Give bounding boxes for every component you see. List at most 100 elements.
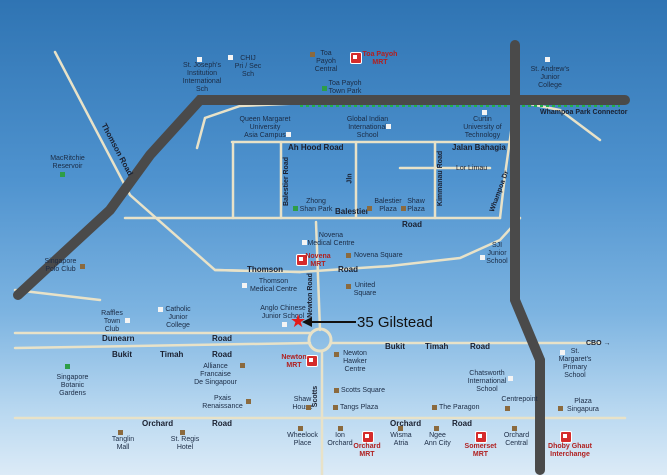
- balestier-plaza-label: Balestier Plaza: [374, 198, 402, 213]
- mrt-icon: [350, 52, 362, 64]
- mrt-icon: [362, 431, 374, 443]
- kimmanau-label: Kimmanau Road: [437, 150, 445, 207]
- united-square-label: United Square: [353, 282, 377, 297]
- bukit-timah-road-left: [13, 341, 312, 350]
- location-star-icon: ★: [290, 311, 307, 331]
- sji-label: SJI Junior School: [486, 242, 508, 265]
- road-label-1: Road: [212, 350, 232, 359]
- callout-arrow-icon: [302, 317, 356, 327]
- place-marker: [298, 426, 303, 431]
- dhoby-ghaut-mrt-label: Dhoby Ghaut Interchange: [548, 443, 592, 458]
- place-marker: [508, 376, 513, 381]
- orchard-mrt-label: Orchard MRT: [353, 443, 381, 458]
- curtin-label: Curtin University of Technology: [463, 116, 502, 139]
- place-marker: [333, 405, 338, 410]
- timah-label-2: Timah: [425, 342, 449, 351]
- place-marker: [125, 318, 130, 323]
- whampoa-park-connector-label: Whampoa Park Connector: [540, 109, 628, 116]
- place-marker: [334, 352, 339, 357]
- balestier-label: Balestier: [335, 207, 369, 216]
- thomson-h-label: Thomson: [247, 265, 283, 274]
- thomson-road: [213, 268, 302, 274]
- novena-mrt-label: Novena MRT: [305, 253, 331, 268]
- anglo-chinese-label: Anglo Chinese Junior School: [260, 305, 306, 320]
- st-josephs-label: St. Joseph's Institution International S…: [182, 62, 222, 93]
- dunearn-label: Dunearn: [102, 334, 135, 343]
- cte-expressway: [510, 40, 545, 475]
- tanglin-mall-label: Tanglin Mall: [111, 436, 135, 451]
- place-marker: [306, 405, 311, 410]
- road-diagonal-sw: [13, 288, 102, 302]
- thomson-road-east: [298, 216, 522, 274]
- novena-medical-label: Novena Medical Centre: [307, 232, 355, 247]
- shaw-house-label: Shaw House: [292, 396, 313, 411]
- chij-label: CHIJ Pri / Sec Sch: [234, 55, 262, 78]
- place-marker: [242, 283, 247, 288]
- property-callout-label: 35 Gilstead: [357, 314, 433, 331]
- place-marker: [180, 430, 185, 435]
- place-marker: [282, 322, 287, 327]
- place-marker: [197, 57, 202, 62]
- thomson-h-road-label: Road: [338, 265, 358, 274]
- ion-orchard-label: Ion Orchard: [327, 432, 353, 447]
- place-marker: [558, 406, 563, 411]
- cbo-label: CBO →: [586, 340, 611, 347]
- bukit-label-1: Bukit: [112, 350, 132, 359]
- place-marker: [246, 399, 251, 404]
- place-marker: [432, 405, 437, 410]
- place-marker: [302, 240, 307, 245]
- mrt-icon: [306, 355, 318, 367]
- road-label-2: Road: [470, 342, 490, 351]
- park-marker: [322, 86, 327, 91]
- pie-expressway: [13, 95, 630, 300]
- timah-label-1: Timah: [160, 350, 184, 359]
- botanic-gardens-label: Singapore Botanic Gardens: [56, 374, 89, 397]
- place-marker: [367, 206, 372, 211]
- place-marker: [386, 124, 391, 129]
- newton-road: [314, 220, 322, 332]
- wisma-atria-label: Wisma Atria: [390, 432, 412, 447]
- balestier-road-label: Road: [402, 220, 422, 229]
- wheelock-label: Wheelock Place: [287, 432, 318, 447]
- mrt-icon: [560, 431, 572, 443]
- place-marker: [512, 426, 517, 431]
- place-marker: [240, 363, 245, 368]
- mrt-icon: [296, 254, 308, 266]
- orchard-label-right: Orchard: [390, 419, 422, 428]
- orchard-road-label-right: Road: [452, 419, 472, 428]
- chatsworth-label: Chatsworth International School: [467, 370, 507, 393]
- jln-label: Jln: [346, 173, 354, 184]
- centrepoint-label: Centrepoint: [501, 396, 538, 403]
- place-marker: [401, 206, 406, 211]
- toa-payoh-town-park-label: Toa Payoh Town Park: [328, 80, 362, 95]
- ah-hood-road-label: Ah Hood Road: [288, 143, 344, 152]
- paragon-label: The Paragon: [439, 404, 480, 411]
- newton-mrt-label: Newton MRT: [281, 354, 307, 369]
- scotts-square-label: Scotts Square: [341, 387, 385, 394]
- place-marker: [505, 406, 510, 411]
- place-marker: [482, 110, 487, 115]
- st-margarets-label: St. Margaret's Primary School: [558, 348, 592, 379]
- pzazz-label: Pxais Renaissance: [202, 395, 243, 410]
- newton-circus: [307, 327, 333, 353]
- park-marker: [65, 364, 70, 369]
- catholic-jc-label: Catholic Junior College: [165, 306, 191, 329]
- park-marker: [60, 172, 65, 177]
- place-marker: [80, 264, 85, 269]
- somerset-mrt-label: Somerset MRT: [464, 443, 497, 458]
- newton-hawker-label: Newton Hawker Centre: [343, 350, 367, 373]
- mrt-icon: [475, 431, 487, 443]
- dunearn-road-label: Road: [212, 334, 232, 343]
- place-marker: [118, 430, 123, 435]
- queen-margaret-label: Queen Margaret University Asia Campus: [239, 116, 291, 139]
- alliance-francaise-label: Alliance Francaise De Singapour: [194, 363, 237, 386]
- st-regis-label: St. Regis Hotel: [170, 436, 200, 451]
- place-marker: [286, 132, 291, 137]
- place-marker: [434, 426, 439, 431]
- thomson-medical-label: Thomson Medical Centre: [249, 278, 298, 293]
- place-marker: [480, 255, 485, 260]
- singapore-polo-label: Singapore Polo Club: [44, 258, 77, 273]
- place-marker: [158, 307, 163, 312]
- toa-payoh-central-label: Toa Payoh Central: [314, 50, 338, 73]
